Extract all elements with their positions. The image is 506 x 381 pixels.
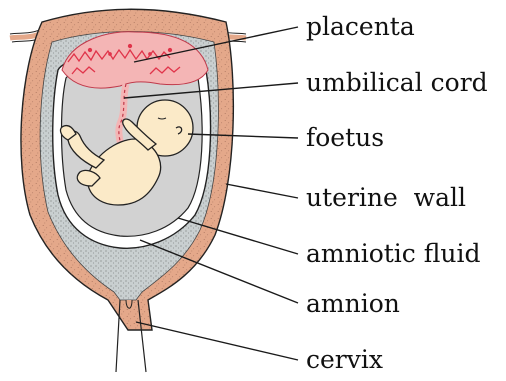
- uterine-wall-pointer: [226, 184, 298, 198]
- placenta-label: placenta: [306, 12, 415, 41]
- cervix-label: cervix: [306, 345, 383, 374]
- amnion-label: amnion: [306, 289, 400, 318]
- cervix-pointer: [136, 322, 298, 360]
- foetus-label: foetus: [306, 123, 384, 152]
- amniotic-fluid-label: amniotic fluid: [306, 239, 481, 268]
- umbilical-cord-label: umbilical cord: [306, 68, 488, 97]
- uterine-wall-label: uterine wall: [306, 183, 466, 212]
